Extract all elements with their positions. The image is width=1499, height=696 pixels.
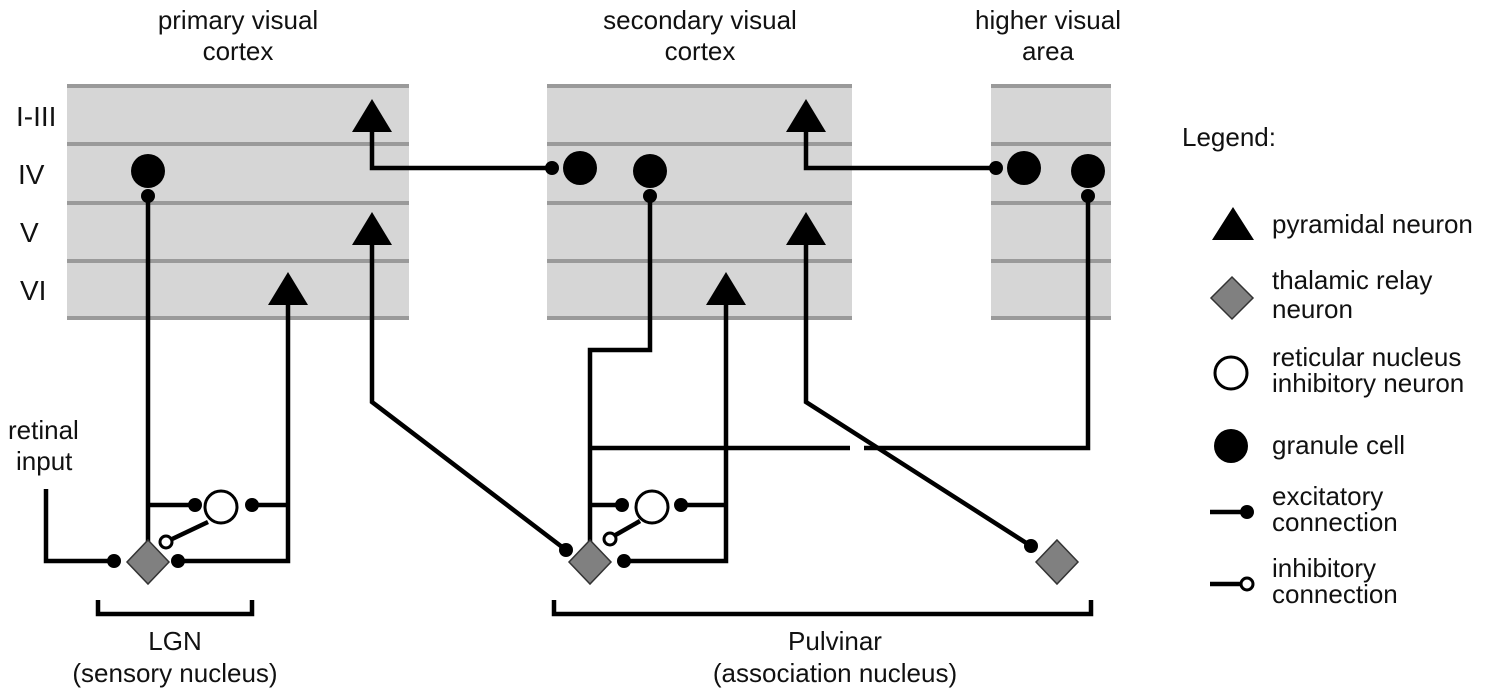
legend-label-excitatory-line2: connection <box>1272 507 1398 537</box>
inhibitory-connection-icon <box>1210 576 1255 592</box>
lgn-inhibitory-wire <box>169 519 209 543</box>
v2-to-hva-wire <box>803 130 996 171</box>
lgn-label: LGN <box>148 626 201 656</box>
legend-label-relay-line2: neuron <box>1272 294 1353 324</box>
cortex-block-hva <box>991 84 1111 320</box>
excitatory-synapses <box>107 161 1095 568</box>
layer-label-1-3: I-III <box>16 101 56 132</box>
v1-title-line1: primary visual <box>158 5 318 35</box>
inhibitory-neuron-icon <box>1213 355 1249 391</box>
retinal-input-label-line2: input <box>16 446 73 476</box>
granule-cell-icon <box>1214 429 1248 463</box>
legend-label-pyramidal: pyramidal neuron <box>1272 209 1473 239</box>
lgn-to-v1-l6-wire <box>180 303 291 564</box>
v2-title-line2: cortex <box>665 36 736 66</box>
granule-cells <box>131 151 1105 188</box>
pyramidal-neurons <box>268 99 826 305</box>
layer-label-5: V <box>20 217 39 248</box>
pyramidal-neuron-icon <box>1212 207 1254 240</box>
legend-title: Legend: <box>1182 122 1276 152</box>
layer-label-4: IV <box>18 159 45 190</box>
hva-title-line1: higher visual <box>975 5 1121 35</box>
lgn-reticular-neuron <box>203 489 239 525</box>
v1-l5-to-pulvinar-wire <box>369 243 568 552</box>
retinal-input-label-line1: retinal <box>8 415 79 445</box>
v1-title-line2: cortex <box>203 36 274 66</box>
layer-label-6: VI <box>20 275 46 306</box>
pulvinar-inhibitory-synapse <box>602 531 618 547</box>
hva-title-line2: area <box>1022 36 1075 66</box>
legend-label-relay-line1: thalamic relay <box>1272 265 1432 295</box>
thalamic-relay-neurons <box>125 538 1080 586</box>
cortex-block-v1 <box>67 84 409 320</box>
lgn-inhibitory-synapse <box>158 534 174 550</box>
pulvinar-label: Pulvinar <box>788 626 882 656</box>
legend: Legend: pyramidal neuron thalamic relay … <box>1182 122 1473 609</box>
pulvinar-inhibitory-wire <box>610 519 642 539</box>
hva-to-pulvinar-wire-2 <box>864 196 1091 451</box>
retinal-input-wire <box>43 489 108 564</box>
legend-label-inhibitory-neuron-line1: reticular nucleus <box>1272 342 1461 372</box>
pulvinar-sublabel: (association nucleus) <box>713 658 957 688</box>
legend-label-granule: granule cell <box>1272 430 1405 460</box>
v1-to-v2-wire <box>369 130 552 171</box>
v2-title-line1: secondary visual <box>603 5 797 35</box>
pulvinar-bracket <box>551 600 1094 617</box>
lgn-bracket <box>95 600 255 617</box>
pulvinar-reticular-neuron <box>634 489 670 525</box>
legend-label-inhibitory-neuron-line2: inhibitory neuron <box>1272 368 1464 398</box>
legend-label-inhibitory-line2: connection <box>1272 579 1398 609</box>
legend-label-excitatory-line1: excitatory <box>1272 481 1383 511</box>
connection-wires <box>43 130 1091 564</box>
v2-l5-to-pulvinar-wire <box>803 243 1033 548</box>
pulvinar-to-v2-l6-wire <box>626 303 729 564</box>
legend-label-inhibitory-line1: inhibitory <box>1272 553 1376 583</box>
lgn-sublabel: (sensory nucleus) <box>72 658 277 688</box>
excitatory-connection-icon <box>1210 505 1254 519</box>
thalamic-relay-neuron-icon <box>1209 275 1255 321</box>
